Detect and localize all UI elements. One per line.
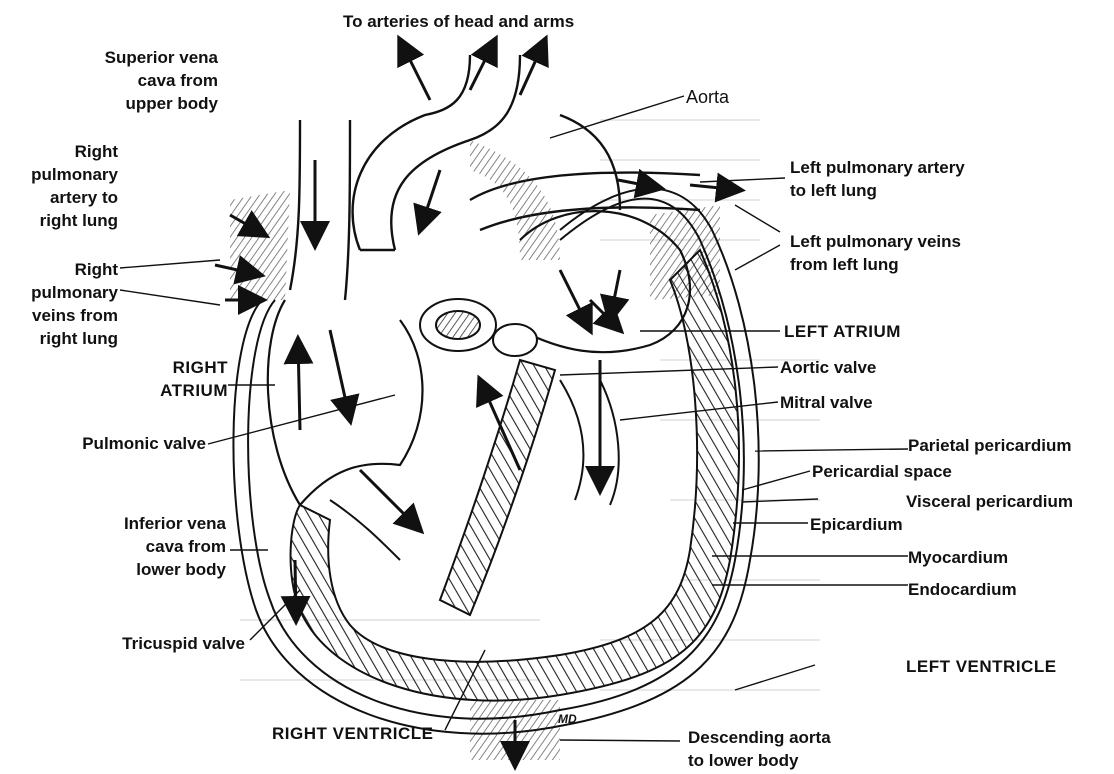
label-right-pulmonary-artery: Right pulmonary artery to right lung — [0, 140, 118, 232]
label-descending-aorta: Descending aorta to lower body — [688, 726, 831, 772]
signature-mark: MD — [558, 708, 577, 731]
label-to-arteries: To arteries of head and arms — [343, 10, 574, 33]
label-mitral-valve: Mitral valve — [780, 391, 873, 414]
label-inferior-vena-cava: Inferior vena cava from lower body — [60, 512, 226, 581]
label-aorta: Aorta — [686, 86, 729, 109]
label-left-ventricle: LEFT VENTRICLE — [906, 655, 1057, 678]
label-left-pulmonary-veins: Left pulmonary veins from left lung — [790, 230, 961, 276]
label-pulmonic-valve: Pulmonic valve — [20, 432, 206, 455]
label-tricuspid-valve: Tricuspid valve — [60, 632, 245, 655]
label-right-ventricle: RIGHT VENTRICLE — [272, 722, 433, 745]
label-epicardium: Epicardium — [810, 513, 903, 536]
label-endocardium: Endocardium — [908, 578, 1017, 601]
label-left-pulmonary-artery: Left pulmonary artery to left lung — [790, 156, 965, 202]
label-superior-vena-cava: Superior vena cava from upper body — [60, 46, 218, 115]
label-pericardial-space: Pericardial space — [812, 460, 952, 483]
label-parietal-pericardium: Parietal pericardium — [908, 434, 1071, 457]
label-myocardium: Myocardium — [908, 546, 1008, 569]
septum — [440, 360, 555, 615]
label-right-atrium: RIGHT ATRIUM — [120, 356, 228, 402]
label-aortic-valve: Aortic valve — [780, 356, 876, 379]
label-right-pulmonary-veins: Right pulmonary veins from right lung — [0, 258, 118, 350]
label-visceral-pericardium: Visceral pericardium — [906, 490, 1073, 513]
label-left-atrium: LEFT ATRIUM — [784, 320, 901, 343]
